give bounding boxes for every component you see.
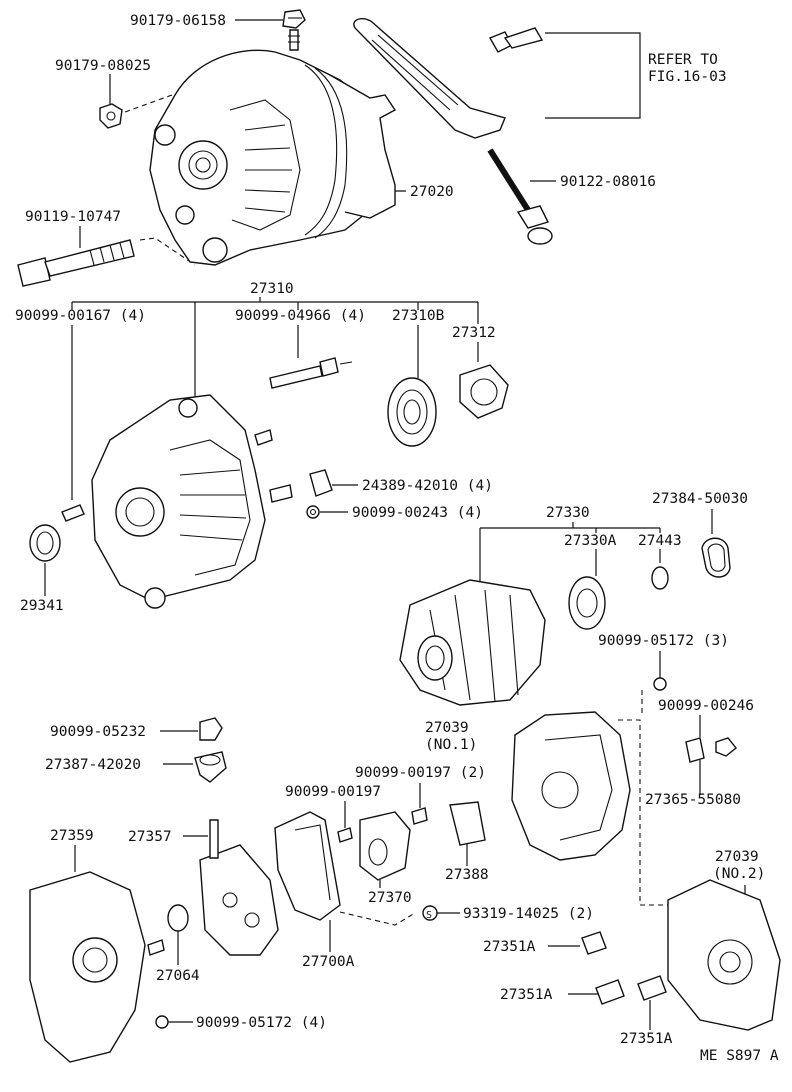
- bushing-27351a-3[interactable]: [637, 975, 667, 1001]
- label-90099-05172-3[interactable]: 90099-05172 (3): [598, 633, 729, 649]
- label-27020[interactable]: 27020: [410, 184, 454, 200]
- rear-end-cover-27359[interactable]: [29, 871, 165, 1063]
- label-27357[interactable]: 27357: [128, 829, 172, 845]
- nut-90179-08025[interactable]: [99, 103, 123, 129]
- label-90122-08016[interactable]: 90122-08016: [560, 174, 656, 190]
- label-90099-04966[interactable]: 90099-04966 (4): [235, 308, 366, 324]
- nut-90099-00246[interactable]: [715, 737, 737, 757]
- label-27039-no1[interactable]: 27039: [425, 720, 469, 736]
- label-refer-to: REFER TO: [648, 52, 718, 68]
- label-27700a[interactable]: 27700A: [302, 954, 355, 970]
- rectifier-end-frame-27039-no2[interactable]: [667, 879, 781, 1031]
- label-24389-42010[interactable]: 24389-42010 (4): [362, 478, 493, 494]
- label-90179-06158[interactable]: 90179-06158: [130, 13, 226, 29]
- label-29341[interactable]: 29341: [20, 598, 64, 614]
- label-90099-00167[interactable]: 90099-00167 (4): [15, 308, 146, 324]
- label-90099-00243[interactable]: 90099-00243 (4): [352, 505, 483, 521]
- seal-29341[interactable]: [29, 524, 61, 562]
- insulator-27064[interactable]: [167, 904, 189, 932]
- dashed-guide-lines: [124, 94, 668, 926]
- label-90119-10747[interactable]: 90119-10747: [25, 209, 121, 225]
- label-90099-05172-4[interactable]: 90099-05172 (4): [196, 1015, 327, 1031]
- terminal-insulator-24389-42010[interactable]: [309, 469, 333, 497]
- label-27388[interactable]: 27388: [445, 867, 489, 883]
- nut-90099-05172-4[interactable]: [155, 1015, 169, 1029]
- label-27443[interactable]: 27443: [638, 533, 682, 549]
- bushing-27351a-2[interactable]: [595, 979, 625, 1005]
- label-27039-no1-sub: (NO.1): [425, 737, 477, 753]
- label-27330a[interactable]: 27330A: [564, 533, 617, 549]
- label-27310[interactable]: 27310: [250, 281, 294, 297]
- bolt-refer-fig[interactable]: [488, 27, 544, 53]
- drive-end-frame-27310[interactable]: [91, 394, 293, 609]
- alternator-assembly-27020[interactable]: [149, 29, 397, 266]
- nut-90179-06158[interactable]: [282, 9, 306, 29]
- label-27351a-1[interactable]: 27351A: [483, 939, 536, 955]
- regulator-27700a[interactable]: [274, 811, 341, 921]
- label-27312[interactable]: 27312: [452, 325, 496, 341]
- label-90099-00246[interactable]: 90099-00246: [658, 698, 754, 714]
- bolt-90122-08016[interactable]: [487, 148, 553, 245]
- terminal-insulator-27387-42020[interactable]: [194, 751, 227, 783]
- bushing-27351a-1[interactable]: [581, 931, 607, 955]
- nut-90099-00243[interactable]: [306, 505, 320, 519]
- svg-text:S: S: [426, 910, 432, 921]
- part-labels: 90179-06158 90179-08025 REFER TO FIG.16-…: [15, 13, 779, 1064]
- adjusting-bracket[interactable]: [353, 18, 506, 139]
- label-27351a-3[interactable]: 27351A: [620, 1031, 673, 1047]
- label-27039-no2-sub: (NO.2): [713, 866, 765, 882]
- label-90099-05232[interactable]: 90099-05232: [50, 724, 146, 740]
- screw-90099-00197-2[interactable]: [411, 807, 428, 825]
- label-90179-08025[interactable]: 90179-08025: [55, 58, 151, 74]
- screw-symbol-93319-14025[interactable]: S: [422, 905, 438, 921]
- label-27064[interactable]: 27064: [156, 968, 200, 984]
- rectifier-end-frame-27039-no1[interactable]: [511, 711, 631, 861]
- nut-90099-05172-3[interactable]: [653, 677, 667, 691]
- label-93319-14025[interactable]: 93319-14025 (2): [463, 906, 594, 922]
- cover-seal-27384-50030[interactable]: [701, 537, 731, 578]
- bearing-27330a[interactable]: [568, 576, 606, 630]
- rectifier-27357[interactable]: [199, 819, 279, 956]
- label-27359[interactable]: 27359: [50, 828, 94, 844]
- terminal-plate-27365-55080[interactable]: [685, 737, 705, 763]
- retainer-plate-27312[interactable]: [459, 364, 509, 419]
- bolt-90099-04966[interactable]: [269, 357, 353, 389]
- label-27039-no2[interactable]: 27039: [715, 849, 759, 865]
- brush-cover-27388[interactable]: [449, 801, 486, 846]
- label-fig-16-03[interactable]: FIG.16-03: [648, 69, 727, 85]
- diagram-code: ME S897 A: [700, 1048, 779, 1064]
- nut-90099-05232[interactable]: [199, 717, 223, 741]
- label-27387-42020[interactable]: 27387-42020: [45, 757, 141, 773]
- ring-27443[interactable]: [651, 566, 669, 590]
- screw-90099-00197[interactable]: [337, 827, 353, 843]
- label-90099-00197[interactable]: 90099-00197: [285, 784, 381, 800]
- bolt-90119-10747[interactable]: [17, 239, 135, 287]
- bolt-90099-00167[interactable]: [61, 504, 85, 522]
- bearing-27310b[interactable]: [387, 377, 437, 447]
- label-27384-50030[interactable]: 27384-50030: [652, 491, 748, 507]
- label-90099-00197-2[interactable]: 90099-00197 (2): [355, 765, 486, 781]
- label-27330[interactable]: 27330: [546, 505, 590, 521]
- brush-holder-27370[interactable]: [359, 811, 411, 881]
- label-27310b[interactable]: 27310B: [392, 308, 445, 324]
- label-27365-55080[interactable]: 27365-55080: [645, 792, 741, 808]
- rotor-assembly-27330[interactable]: [399, 579, 546, 706]
- label-27351a-2[interactable]: 27351A: [500, 987, 553, 1003]
- label-27370[interactable]: 27370: [368, 890, 412, 906]
